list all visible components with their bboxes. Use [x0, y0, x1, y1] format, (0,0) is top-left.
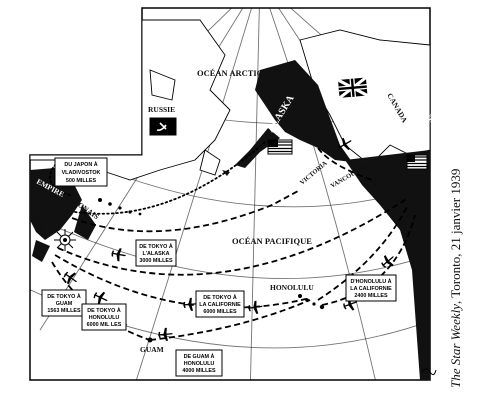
caption-source: The Star Weekly [448, 304, 463, 388]
route-tokyo-alaska [71, 189, 301, 233]
svg-text:VLADIVOSTOK: VLADIVOSTOK [62, 170, 101, 176]
svg-text:1563 MILLES: 1563 MILLES [47, 308, 81, 314]
distance-box-guam-honolulu: DE GUAM À HONOLULU 4000 MILLES [175, 349, 223, 377]
california-label: CALIFORNIE [363, 179, 411, 188]
route-japan-vladivostok [49, 164, 71, 196]
svg-text:DE TOKYO À: DE TOKYO À [47, 293, 81, 300]
distance-box-tokyo-alaska: DE TOKYO À L'ALASKA 3000 MILLES [135, 239, 177, 267]
route-tokyo-california [57, 197, 409, 276]
svg-text:L'ALASKA: L'ALASKA [142, 251, 169, 257]
distance-box-tokyo-guam: DE TOKYO À GUAM 1563 MILLES [41, 289, 87, 317]
artist-signature [421, 368, 437, 376]
arctic-ocean-label: OCÉAN ARCTIQUE [197, 68, 275, 78]
svg-text:DE TOKYO À: DE TOKYO À [203, 294, 237, 301]
svg-text:6000 MILLES: 6000 MILLES [203, 309, 237, 315]
usa-landmass [345, 150, 430, 380]
svg-text:6000 MIL LES: 6000 MIL LES [87, 322, 122, 328]
route-tokyo-alaska-dotted [74, 141, 266, 215]
route-guam-honolulu [149, 299, 311, 341]
svg-text:500 MILLES: 500 MILLES [66, 178, 97, 184]
caption-details: , Toronto, 21 janvier 1939 [448, 168, 463, 304]
guam-label: GUAM [140, 345, 164, 354]
svg-text:3000 MILLES: 3000 MILLES [139, 258, 173, 264]
svg-text:D'HONOLULU À: D'HONOLULU À [350, 278, 391, 285]
svg-text:GUAM: GUAM [56, 301, 73, 307]
honolulu-label: HONOLULU [270, 283, 314, 292]
svg-text:DE TOKYO À: DE TOKYO À [87, 307, 121, 314]
svg-text:LA CALIFORNIE: LA CALIFORNIE [199, 302, 241, 308]
svg-text:2400 MILLES: 2400 MILLES [354, 293, 388, 299]
svg-text:HONOLULU: HONOLULU [184, 361, 215, 367]
ussr-flag-icon [149, 117, 177, 136]
svg-text:DE GUAM À: DE GUAM À [184, 353, 215, 360]
us-flag-icon [406, 154, 428, 170]
distance-box-tokyo-honolulu: DE TOKYO À HONOLULU 6000 MIL LES [81, 303, 127, 331]
pacific-ocean-label: OCÉAN PACIFIQUE [232, 236, 312, 246]
svg-text:DE TOKYO À: DE TOKYO À [139, 243, 173, 250]
route-honolulu-california [317, 204, 409, 301]
distance-box-japan-vladivostok: DU JAPON À VLADIVOSTOK 500 MILLES [54, 157, 108, 187]
distance-box-tokyo-california: DE TOKYO À LA CALIFORNIE 6000 MILLES [195, 290, 245, 318]
routes [49, 141, 416, 341]
canada-landmass [299, 29, 430, 166]
svg-text:DU JAPON À: DU JAPON À [64, 161, 97, 168]
distance-box-honolulu-california: D'HONOLULU À LA CALIFORNIE 2400 MILLES [345, 274, 397, 302]
route-vancouver-alaska [317, 147, 373, 181]
route-tokyo-guam [51, 261, 151, 341]
union-jack-flag-icon [337, 76, 369, 100]
rising-sun-icon [54, 229, 76, 251]
source-caption: The Star Weekly, Toronto, 21 janvier 193… [448, 88, 464, 388]
svg-text:4000 MILLES: 4000 MILLES [182, 368, 216, 374]
us-flag-icon [267, 139, 293, 155]
svg-text:LA CALIFORNIE: LA CALIFORNIE [350, 286, 392, 292]
svg-text:HONOLULU: HONOLULU [89, 315, 120, 321]
russia-label: RUSSIE [148, 105, 175, 114]
russia-landmass [30, 19, 231, 181]
route-tokyo-honolulu [54, 254, 311, 309]
